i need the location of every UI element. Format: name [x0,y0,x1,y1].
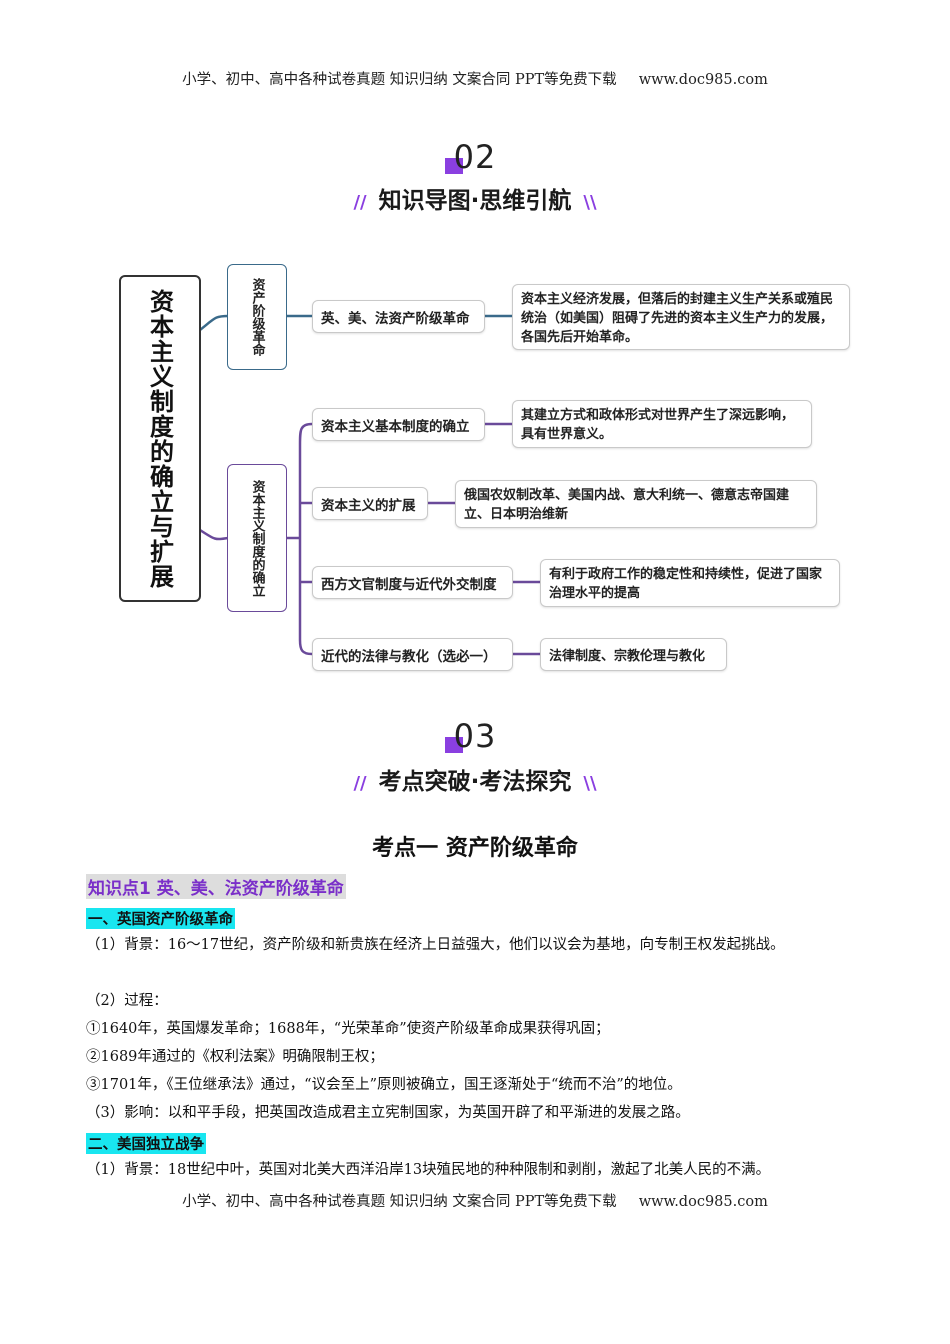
subheading-america: 二、美国独立战争 [86,1133,206,1154]
section-number-03: 03 [0,717,950,755]
header-url[interactable]: www.doc985.com [638,72,768,88]
mindmap-node: 资本主义基本制度的确立 [312,408,485,441]
paragraph: ①1640年，英国爆发革命；1688年，“光荣革命”使资产阶级革命成果获得巩固； [86,1021,610,1037]
connector-root-branch2 [199,528,229,541]
slash-right: \\ [583,192,597,213]
section-marker [445,737,463,753]
footer-url[interactable]: www.doc985.com [638,1194,768,1210]
header-text: 小学、初中、高中各种试卷真题 知识归纳 文案合同 PPT等免费下载 [182,72,617,88]
slash-left: // [353,773,367,794]
mindmap-desc: 资本主义经济发展，但落后的封建主义生产关系或殖民统治（如美国）阻碍了先进的资本主… [512,284,850,350]
kaodian-heading: 考点一 资产阶级革命 [372,836,578,861]
connector-branch2-spine [298,422,313,656]
section-title-03: //考点突破·考法探究\\ [0,762,950,796]
section-title-02: //知识导图·思维引航\\ [0,181,950,215]
page-footer: 小学、初中、高中各种试卷真题 知识归纳 文案合同 PPT等免费下载 www.doc… [0,1190,950,1211]
paragraph: ③1701年，《王位继承法》通过，“议会至上”原则被确立，国王逐渐处于“统而不治… [86,1077,682,1093]
section-title-text: 考点突破·考法探究 [370,762,580,796]
mindmap-root: 资本主义制度的确立与扩展 [119,275,201,602]
mindmap-desc: 其建立方式和政体形式对世界产生了深远影响，具有世界意义。 [512,400,812,448]
slash-right: \\ [583,773,597,794]
footer-text: 小学、初中、高中各种试卷真题 知识归纳 文案合同 PPT等免费下载 [182,1194,617,1210]
mindmap-desc: 法律制度、宗教伦理与教化 [540,638,727,671]
section-number-text: 03 [453,717,497,755]
section-title-text: 知识导图·思维引航 [370,181,580,215]
mindmap-connectors [199,314,540,656]
connector-root-branch1 [199,314,229,331]
subheading-england: 一、英国资产阶级革命 [86,908,235,929]
paragraph: （2）过程： [86,993,168,1009]
mindmap-node: 资本主义的扩展 [312,487,428,520]
page-header: 小学、初中、高中各种试卷真题 知识归纳 文案合同 PPT等免费下载 www.doc… [0,68,950,89]
section-marker [445,158,463,174]
section-number-02: 02 [0,138,950,176]
section-number-text: 02 [453,138,497,176]
mindmap-branch-1: 资产阶级革命 [227,264,287,370]
slash-left: // [353,192,367,213]
paragraph: （1）背景：16～17世纪，资产阶级和新贵族在经济上日益强大，他们以议会为基地，… [86,937,785,953]
mindmap-desc: 俄国农奴制改革、美国内战、意大利统一、德意志帝国建立、日本明治维新 [455,480,817,528]
mindmap-branch-2: 资本主义制度的确立 [227,464,287,612]
mindmap-node: 西方文官制度与近代外交制度 [312,566,513,599]
paragraph: ②1689年通过的《权利法案》明确限制王权； [86,1049,384,1065]
mindmap-node: 近代的法律与教化（选必一） [312,638,513,671]
mindmap-node: 英、美、法资产阶级革命 [312,300,485,333]
mindmap-desc: 有利于政府工作的稳定性和持续性，促进了国家治理水平的提高 [540,559,840,607]
paragraph: （3）影响：以和平手段，把英国改造成君主立宪制国家，为英国开辟了和平渐进的发展之… [86,1105,690,1121]
zhishidian-heading: 知识点1 英、美、法资产阶级革命 [86,874,346,899]
paragraph: （1）背景：18世纪中叶，英国对北美大西洋沿岸13块殖民地的种种限制和剥削，激起… [86,1162,771,1178]
